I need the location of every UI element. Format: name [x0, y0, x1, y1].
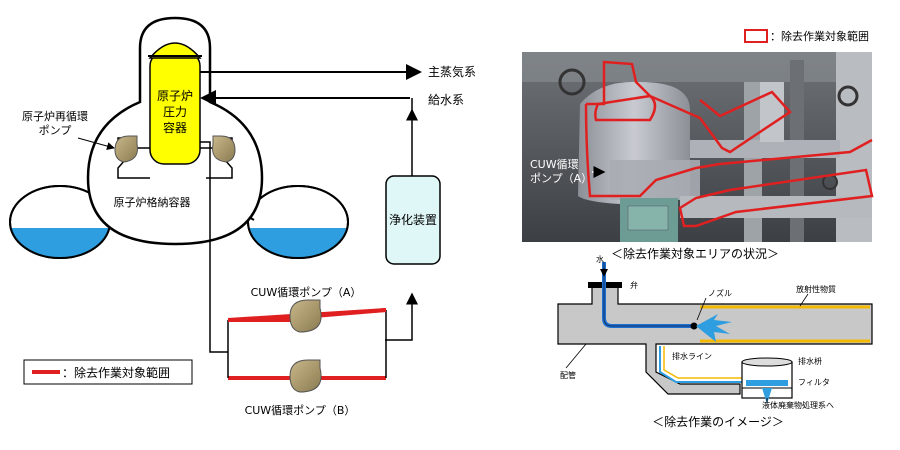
diagram-legend: ：除去作業対象範囲	[23, 359, 193, 385]
nozzle-label: ノズル	[708, 288, 732, 298]
waste-label: 液体廃棄物処理系へ	[762, 400, 834, 410]
vessel-label-1: 原子炉	[157, 89, 193, 103]
main-steam-label: 主蒸気系	[428, 64, 476, 79]
cuw-pump-b	[289, 359, 322, 393]
vessel-label-2: 圧力	[163, 105, 187, 119]
diagram-legend-label: ：除去作業対象範囲	[62, 365, 170, 380]
drain-tank	[741, 357, 793, 404]
recirc-pump-label-1: 原子炉再循環	[22, 110, 88, 123]
pipe-label: 配管	[560, 370, 576, 380]
recirc-pump-label-2: ポンプ	[39, 124, 72, 137]
photo-legend-swatch	[744, 29, 768, 43]
water-spray	[696, 314, 732, 342]
illustration-caption: ＜除去作業のイメージ＞	[652, 414, 784, 429]
recirc-pump-left	[114, 135, 138, 163]
drain-tank-label: 排水枡	[798, 356, 822, 366]
purifier-label: 浄化装置	[389, 213, 437, 227]
suppression-pool-right	[247, 185, 349, 259]
cuw-pump-b-label: CUW循環ポンプ（B）	[245, 404, 356, 417]
recirc-pump-right	[212, 135, 236, 163]
feedwater-label: 給水系	[428, 93, 464, 107]
photo-caption: ＜除去作業対象エリアの状況＞	[611, 246, 779, 261]
drain-line-label: 排水ライン	[672, 351, 712, 361]
photo-target-outline	[584, 60, 873, 198]
nozzle	[690, 322, 698, 330]
purifier	[385, 175, 441, 265]
system-diagram: 原子炉 圧力 容器 原子炉格納容器 原子炉再循環 ポンプ 主蒸気系 給水系 浄	[9, 16, 476, 417]
containment-label: 原子炉格納容器	[114, 195, 191, 209]
suppression-pool-left	[9, 185, 111, 259]
site-photo: ：除去作業対象範囲 CUW循環 ポンプ（A） ＜除去作業対象エリアの状況＞	[522, 29, 874, 261]
photo-pump-label-2: ポンプ（A）	[530, 172, 592, 185]
radioactive-label: 放射性物質	[796, 284, 836, 294]
photo-legend-label: ：除去作業対象範囲	[770, 29, 869, 43]
work-illustration: 弁 水 ノズル 放射性物質 配管 排水ライン 排水枡 フィルタ 液体廃棄物処理系…	[557, 254, 873, 429]
reactor-pressure-vessel: 原子炉 圧力 容器	[148, 42, 202, 165]
photo-pump-label-1: CUW循環	[530, 158, 579, 171]
filter-label: フィルタ	[798, 378, 830, 387]
valve-label: 弁	[630, 280, 638, 290]
cuw-pump-a-label: CUW循環ポンプ（A）	[251, 286, 362, 299]
vessel-label-3: 容器	[163, 120, 187, 135]
water-label: 水	[596, 254, 604, 264]
cuw-pump-a	[289, 299, 322, 333]
recirc-pump-pointer	[77, 137, 115, 150]
